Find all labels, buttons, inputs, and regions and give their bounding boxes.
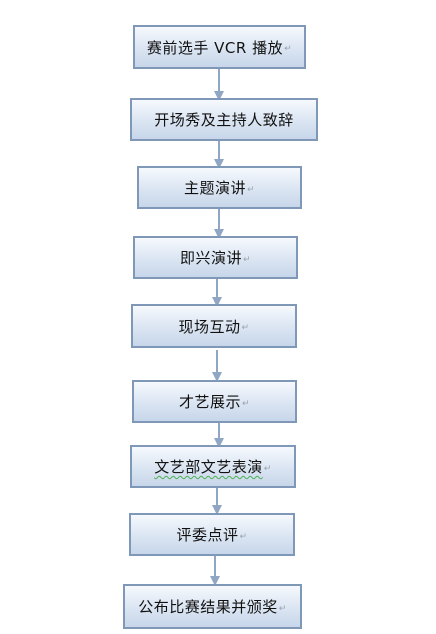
step-label: 即兴演讲 [179, 249, 242, 267]
paragraph-mark-icon: ↵ [246, 184, 256, 195]
step-arts-performance: 文艺部文艺表演↵ [130, 445, 296, 488]
paragraph-mark-icon: ↵ [242, 254, 252, 265]
step-label: 现场互动 [178, 317, 241, 336]
step-impromptu-speech: 即兴演讲↵ [133, 236, 298, 279]
step-label: 开场秀及主持人致辞 [154, 111, 294, 129]
step-label: 公布比赛结果并颁奖 [138, 598, 278, 616]
step-keynote-speech: 主题演讲↵ [137, 166, 302, 209]
paragraph-mark-icon: ↵ [278, 603, 287, 614]
paragraph-mark-icon: ↵ [284, 44, 293, 54]
step-announce-results: 公布比赛结果并颁奖↵ [123, 584, 302, 629]
step-live-interaction: 现场互动↵ [131, 304, 297, 348]
step-label: 评委点评 [176, 526, 239, 544]
paragraph-mark-icon: ↵ [263, 463, 272, 474]
step-opening-show: 开场秀及主持人致辞 [130, 98, 318, 141]
step-label: 文艺部文艺表演 [154, 458, 263, 476]
step-talent-show: 才艺展示↵ [132, 380, 297, 423]
step-pre-match-vcr: 赛前选手 VCR 播放↵ [133, 25, 306, 69]
step-label: 才艺展示 [178, 393, 241, 411]
paragraph-mark-icon: ↵ [239, 531, 248, 542]
step-label: 赛前选手 VCR 播放 [146, 38, 284, 57]
paragraph-mark-icon: ↵ [241, 323, 250, 333]
paragraph-mark-icon: ↵ [241, 398, 251, 409]
step-judges-comments: 评委点评↵ [129, 513, 295, 556]
step-label: 主题演讲 [183, 179, 246, 197]
